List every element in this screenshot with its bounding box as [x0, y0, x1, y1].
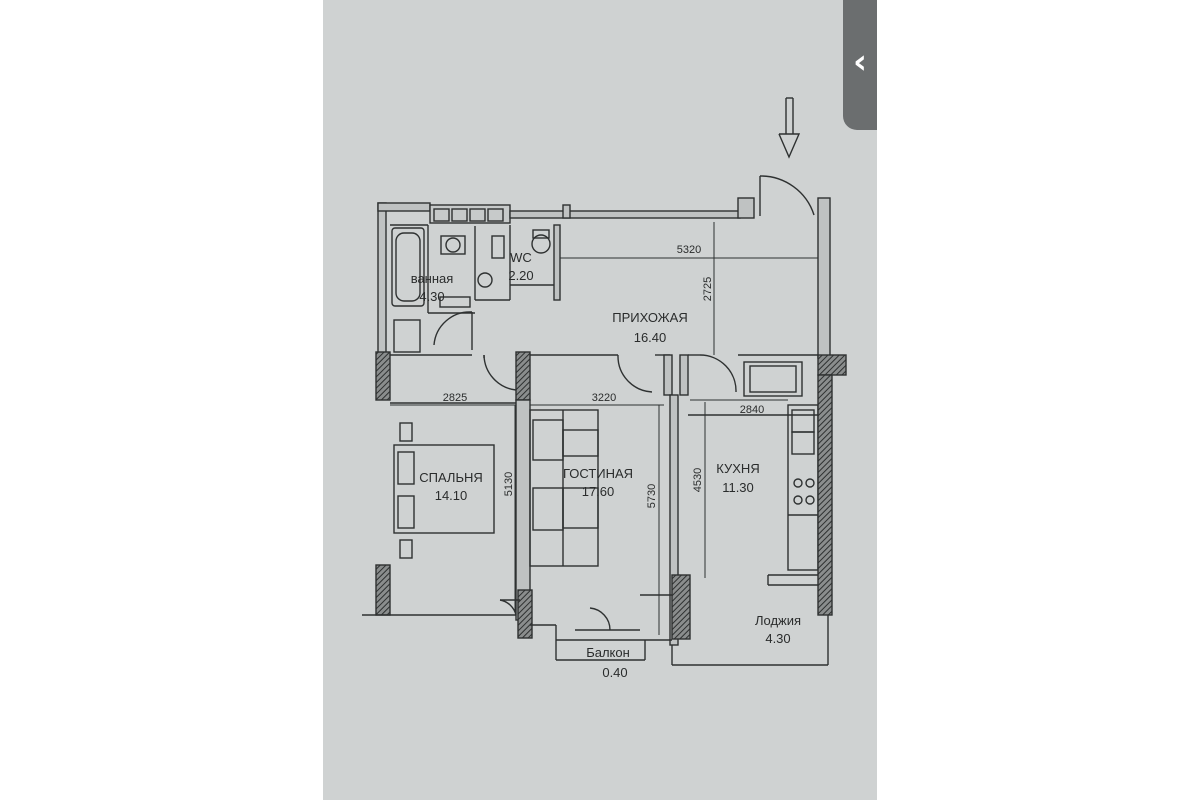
room-name-bedroom: СПАЛЬНЯ — [419, 470, 483, 485]
dim-hall-width: 5320 — [677, 244, 701, 256]
room-area-hall: 16.40 — [634, 330, 667, 345]
chevron-left-icon: ‹ — [852, 42, 867, 82]
room-name-loggia: Лоджия — [755, 613, 801, 628]
room-name-living: ГОСТИНАЯ — [563, 466, 633, 481]
dim-living-width: 3220 — [592, 392, 616, 404]
dim-kitchen-depth: 4530 — [692, 468, 704, 492]
room-name-kitchen: КУХНЯ — [716, 461, 759, 476]
entrance-arrow-icon — [778, 97, 801, 159]
back-button[interactable]: ‹ — [843, 0, 877, 130]
room-name-wc: WC — [510, 250, 532, 265]
dim-bedroom-width: 2825 — [443, 392, 467, 404]
room-name-balcony: Балкон — [586, 645, 630, 660]
room-area-kitchen: 11.30 — [722, 480, 754, 495]
dim-bedroom-depth: 5130 — [503, 472, 515, 496]
room-name-bath: ванная — [411, 271, 454, 286]
dim-living-depth: 5730 — [646, 484, 658, 508]
room-area-wc: 2.20 — [508, 268, 533, 283]
room-area-bedroom: 14.10 — [435, 488, 468, 503]
room-area-balcony: 0.40 — [602, 665, 627, 680]
room-name-hall: ПРИХОЖАЯ — [612, 310, 688, 325]
room-area-bath: 4.30 — [419, 289, 444, 304]
room-area-loggia: 4.30 — [765, 631, 790, 646]
dimension-lines — [390, 222, 818, 635]
room-area-living: 17.60 — [582, 484, 615, 499]
walls — [362, 175, 847, 666]
dim-kitchen-width: 2840 — [740, 404, 764, 416]
dim-hall-depth: 2725 — [702, 277, 714, 301]
